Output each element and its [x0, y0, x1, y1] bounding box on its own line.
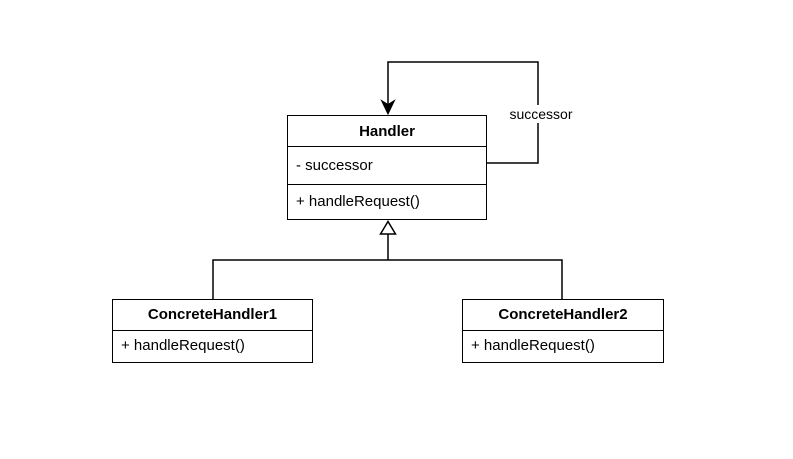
successor-association-line [387, 61, 539, 164]
class-handler-method: + handleRequest() [296, 193, 420, 210]
class-concrete-handler-2-method: + handleRequest() [471, 337, 595, 355]
generalization-edge[interactable] [212, 220, 563, 300]
class-concrete-handler-1[interactable]: ConcreteHandler1 + handleRequest() [112, 299, 313, 363]
generalization-branch-line [212, 259, 563, 299]
successor-edge-label: successor [506, 105, 576, 123]
class-concrete-handler-1-name: ConcreteHandler1 [113, 300, 312, 331]
class-concrete-handler-2[interactable]: ConcreteHandler2 + handleRequest() [462, 299, 664, 363]
association-arrowhead-icon [380, 99, 396, 116]
class-handler[interactable]: Handler - successor + handleRequest() [287, 115, 487, 220]
class-concrete-handler-1-method: + handleRequest() [121, 337, 245, 355]
class-handler-attribute: - successor [288, 147, 486, 185]
class-handler-name: Handler [288, 116, 486, 147]
inheritance-triangle-icon [379, 220, 397, 235]
successor-association-edge[interactable] [380, 61, 539, 164]
class-concrete-handler-2-name: ConcreteHandler2 [463, 300, 663, 331]
